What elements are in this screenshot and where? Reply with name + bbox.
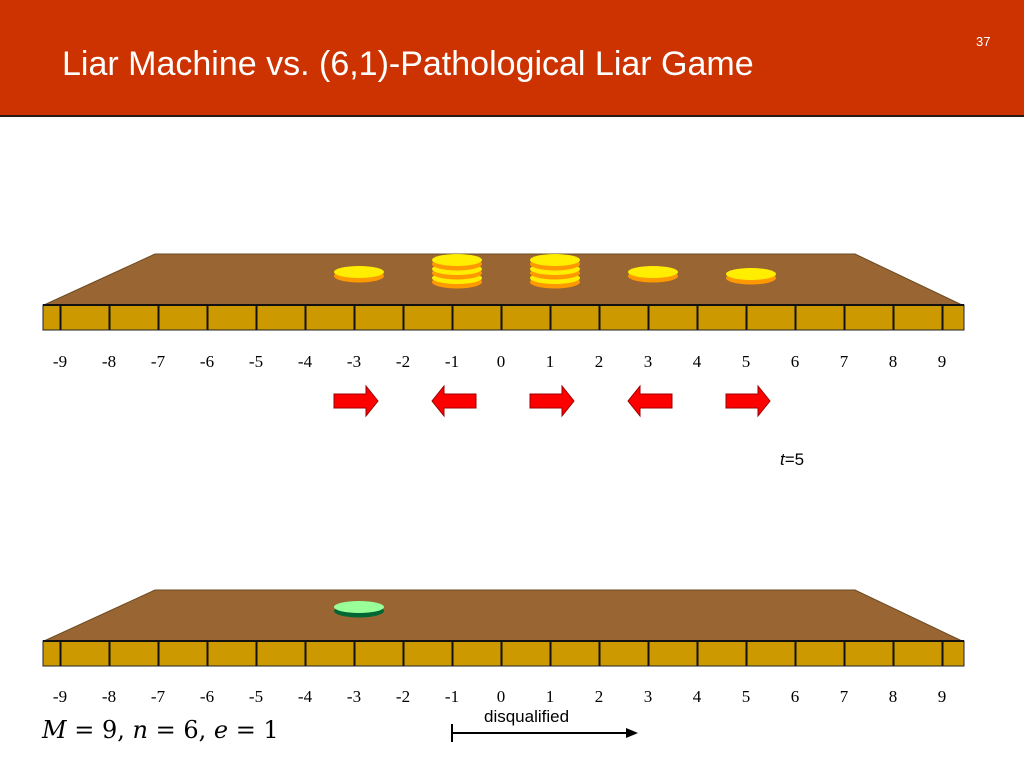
bottom-position-label: 8 [889, 687, 898, 706]
bottom-position-label: 1 [546, 687, 555, 706]
param-m-value: = 9, [66, 716, 133, 744]
top-position-label: -6 [200, 352, 214, 371]
bottom-position-label: 5 [742, 687, 751, 706]
top-position-label: 8 [889, 352, 898, 371]
move-arrow-left [627, 384, 673, 418]
bottom-position-label: -1 [445, 687, 459, 706]
bottom-position-label: 7 [840, 687, 849, 706]
bottom-position-label: -9 [53, 687, 67, 706]
disqualified-arrow-head [626, 728, 638, 738]
bottom-board-front [42, 640, 965, 667]
disqualified-label: disqualified [484, 707, 570, 726]
param-e-var: e [213, 716, 229, 744]
bottom-position-label: -8 [102, 687, 116, 706]
top-position-label: 3 [644, 352, 653, 371]
bottom-position-label: 6 [791, 687, 800, 706]
top-board-front [42, 304, 965, 331]
top-position-label: -9 [53, 352, 67, 371]
top-position-label: -7 [151, 352, 166, 371]
top-position-label: 9 [938, 352, 947, 371]
top-chip-top [530, 254, 580, 266]
bottom-position-label: -5 [249, 687, 263, 706]
bottom-position-label: 3 [644, 687, 653, 706]
bottom-position-label: -4 [298, 687, 313, 706]
top-position-label: 5 [742, 352, 751, 371]
top-chip-top [726, 268, 776, 280]
bottom-position-label: 2 [595, 687, 604, 706]
slide-number: 37 [976, 34, 991, 49]
slide-header: Liar Machine vs. (6,1)-Pathological Liar… [0, 0, 1024, 117]
bottom-chip-top [334, 601, 384, 613]
top-position-label: 4 [693, 352, 702, 371]
top-position-label: -2 [396, 352, 410, 371]
time-step-label: t=5 [780, 450, 804, 470]
top-position-label: -1 [445, 352, 459, 371]
top-position-label: 7 [840, 352, 849, 371]
bottom-board-surface [43, 589, 963, 642]
bottom-position-label: -6 [200, 687, 214, 706]
top-chip-top [432, 254, 482, 266]
bottom-position-label: -3 [347, 687, 361, 706]
game-parameters: M = 9, n = 6, e = 1 [42, 716, 279, 744]
top-position-label: -8 [102, 352, 116, 371]
slide-title: Liar Machine vs. (6,1)-Pathological Liar… [62, 45, 754, 83]
move-arrow-right [333, 384, 379, 418]
top-position-label: 6 [791, 352, 800, 371]
move-arrow-right [725, 384, 771, 418]
top-chip-top [334, 266, 384, 278]
param-m-var: M [42, 716, 67, 744]
param-n-value: = 6, [147, 716, 214, 744]
top-position-label: 0 [497, 352, 506, 371]
top-chip-top [628, 266, 678, 278]
top-position-label: -3 [347, 352, 361, 371]
top-position-label: -5 [249, 352, 263, 371]
top-position-label: 2 [595, 352, 604, 371]
bottom-position-label: 9 [938, 687, 947, 706]
bottom-position-label: -7 [151, 687, 166, 706]
time-value: =5 [784, 450, 805, 469]
top-board-surface [43, 253, 963, 306]
time-var: t [780, 450, 785, 469]
param-e-value: = 1 [228, 716, 279, 744]
bottom-position-label: -2 [396, 687, 410, 706]
bottom-position-label: 0 [497, 687, 506, 706]
top-position-label: -4 [298, 352, 313, 371]
move-arrow-left [431, 384, 477, 418]
move-arrow-right [529, 384, 575, 418]
top-position-label: 1 [546, 352, 555, 371]
bottom-position-label: 4 [693, 687, 702, 706]
param-n-var: n [132, 716, 148, 744]
